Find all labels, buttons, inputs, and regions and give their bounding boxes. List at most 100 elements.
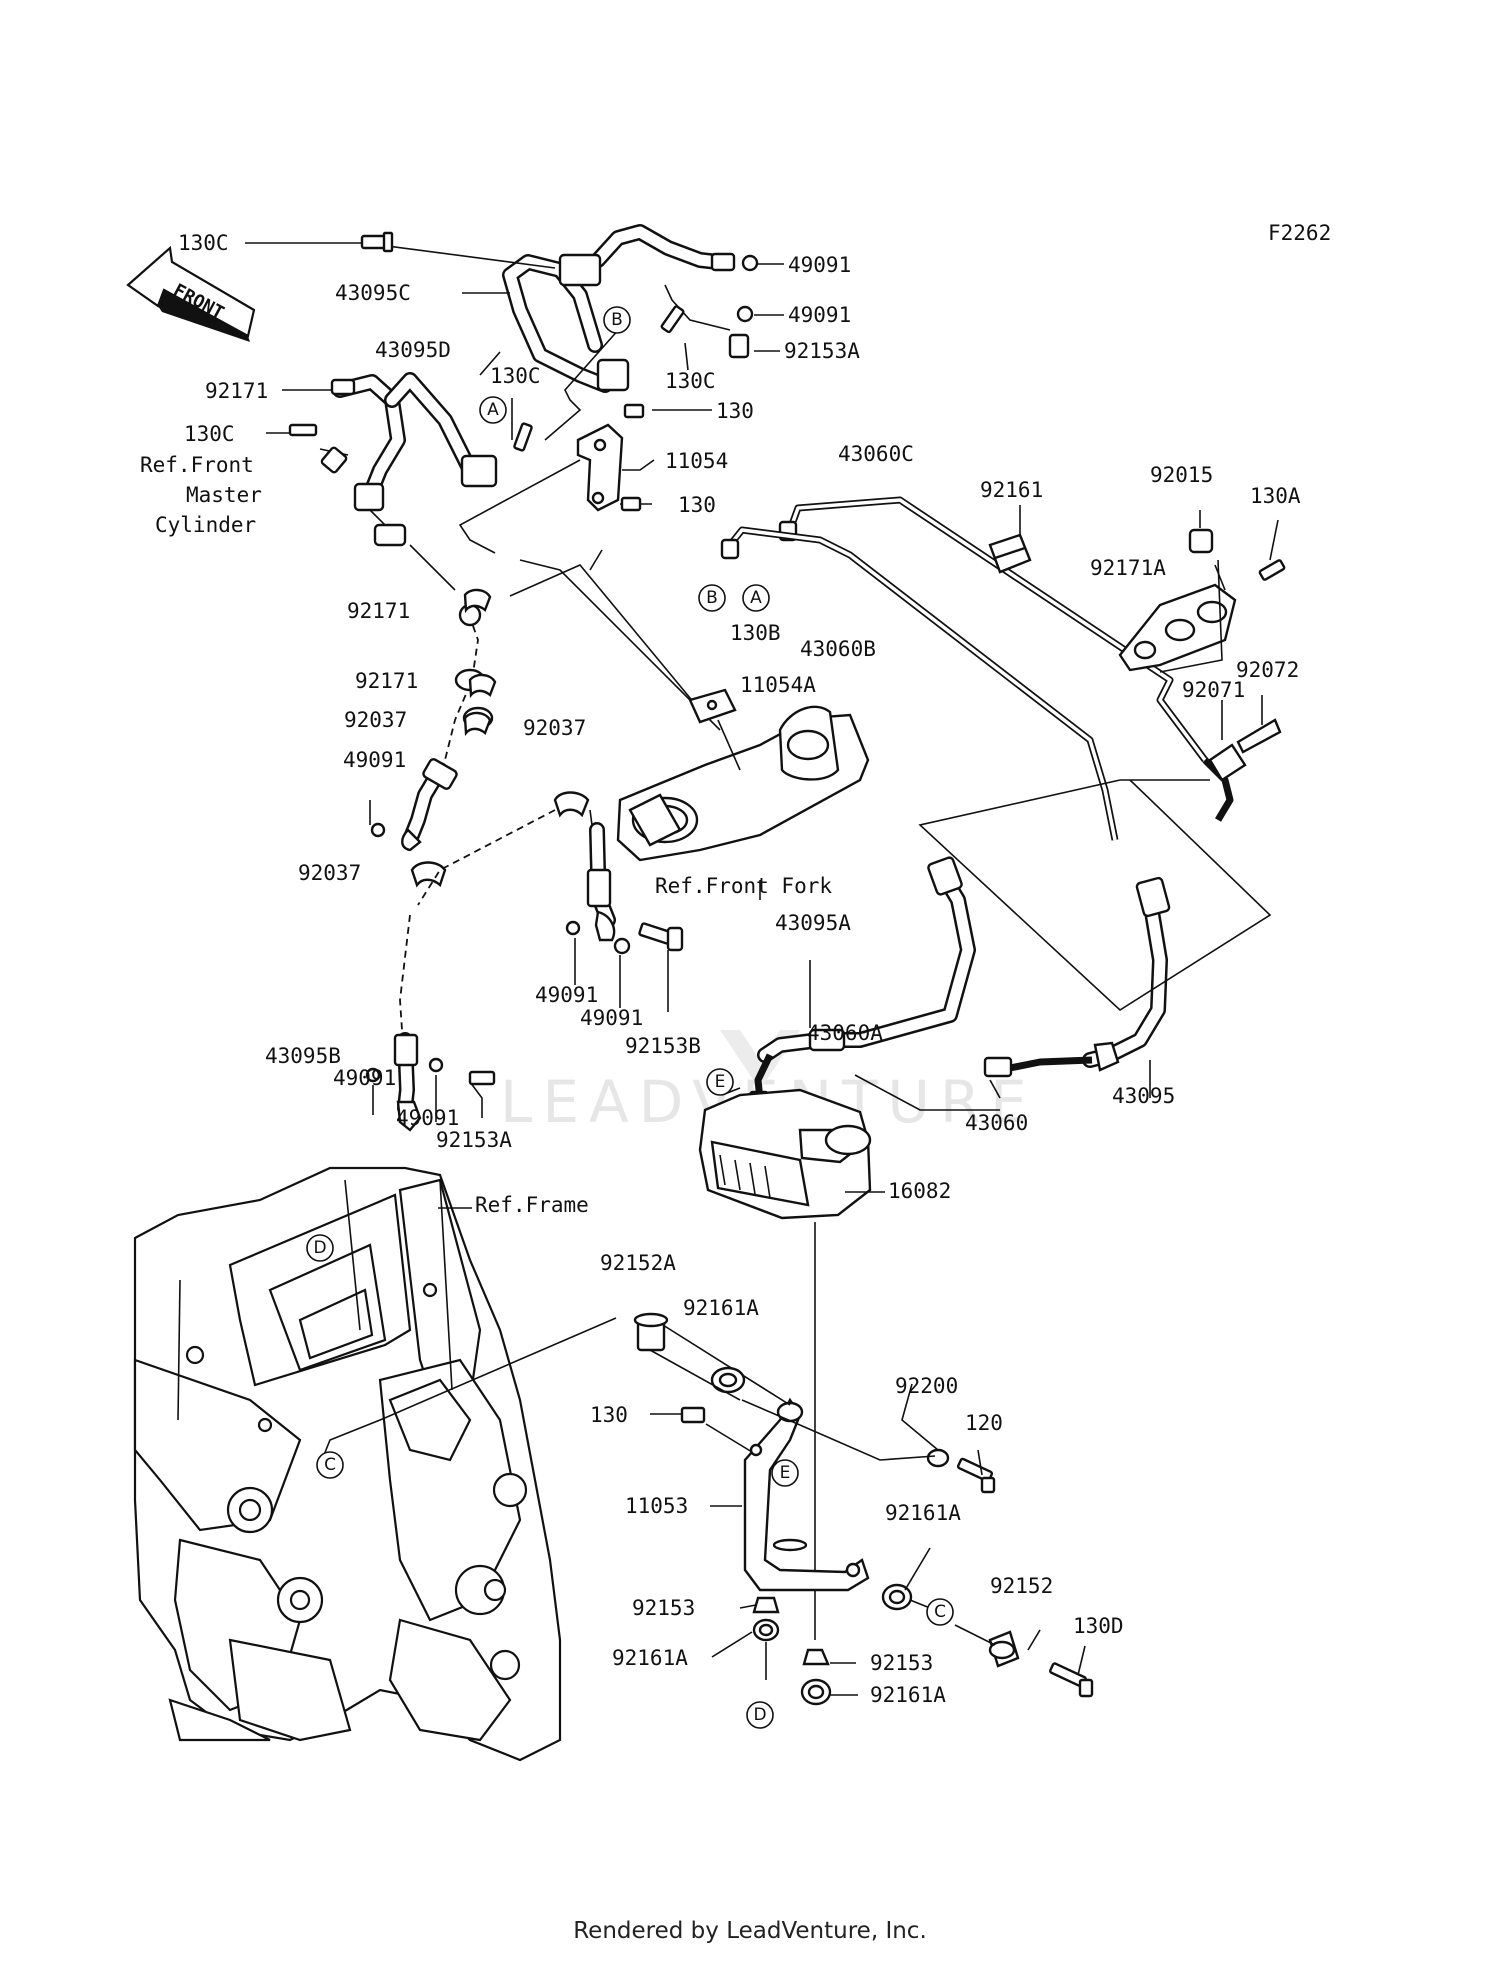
part-label: 92153	[870, 1651, 933, 1675]
part-label: 130B	[730, 621, 781, 645]
part-label: 92152A	[600, 1251, 676, 1275]
ref-front-fork: Ref.Front Fork	[655, 874, 832, 898]
part-label: 130A	[1250, 484, 1301, 508]
part-label: 43095B	[265, 1044, 341, 1068]
part-label: 130	[678, 493, 716, 517]
part-label: 130C	[178, 231, 229, 255]
part-label: 43060A	[807, 1021, 883, 1045]
part-label: 43095D	[375, 338, 451, 362]
front-direction-arrow: FRONT	[126, 245, 256, 342]
part-label: 11054A	[740, 673, 816, 697]
figure-code: F2262	[1268, 221, 1331, 245]
svg-text:D: D	[313, 1238, 326, 1258]
part-label: 92037	[344, 708, 407, 732]
svg-text:B: B	[706, 588, 718, 608]
bracket-11053	[650, 1319, 870, 1592]
part-label: 92015	[1150, 463, 1213, 487]
ref-master-cylinder-line2: Master	[186, 483, 262, 507]
part-label: 130C	[184, 422, 235, 446]
svg-text:A: A	[487, 400, 499, 420]
part-label: 92161A	[612, 1646, 688, 1670]
svg-text:B: B	[611, 310, 623, 330]
part-label: 43060C	[838, 442, 914, 466]
part-label: 92071	[1182, 678, 1245, 702]
part-label: 49091	[333, 1066, 396, 1090]
callout-B-1: B	[603, 306, 631, 334]
part-label: 92161A	[870, 1683, 946, 1707]
pipe-43060c	[778, 496, 1208, 763]
callout-markers: A B B A E D C E C D	[306, 306, 954, 1729]
part-label: 130C	[490, 364, 541, 388]
part-label: 43095	[1112, 1084, 1175, 1108]
part-label: 92161	[980, 478, 1043, 502]
part-label: 92161A	[885, 1501, 961, 1525]
hose-92171-sleeves	[463, 588, 497, 737]
part-label: 11053	[625, 1494, 688, 1518]
ref-frame: Ref.Frame	[475, 1193, 589, 1217]
part-label: 92153A	[784, 339, 860, 363]
ref-master-cylinder-line1: Ref.Front	[140, 453, 254, 477]
part-label: 49091	[343, 748, 406, 772]
ref-master-cylinder-line3: Cylinder	[155, 513, 256, 537]
svg-text:A: A	[750, 588, 762, 608]
clamp-92161	[988, 505, 1032, 574]
footer-credit: Rendered by LeadVenture, Inc.	[573, 1918, 927, 1944]
lower-fasteners	[317, 1312, 1094, 1706]
bracket-11054	[576, 423, 624, 512]
callout-C-1: C	[316, 1451, 344, 1479]
part-label: 92161A	[683, 1296, 759, 1320]
reference-labels: Ref.Front Master Cylinder Ref.Front Fork…	[140, 453, 832, 1217]
part-label: 92037	[298, 861, 361, 885]
callout-C-2: C	[926, 1598, 954, 1626]
part-label: 43060B	[800, 637, 876, 661]
part-label: 130	[716, 399, 754, 423]
part-label: 92152	[990, 1574, 1053, 1598]
part-label: 130	[590, 1403, 628, 1427]
hose-43095b	[365, 1032, 444, 1132]
part-label: 43095A	[775, 911, 851, 935]
hose-43095	[983, 876, 1171, 1078]
part-label: 43060	[965, 1111, 1028, 1135]
part-label: 92153B	[625, 1034, 701, 1058]
part-labels: 130C 43095C 49091 49091 92153A 130C 4309…	[178, 231, 1301, 1707]
part-label: 130C	[665, 369, 716, 393]
upper-hose-43095c	[502, 224, 736, 393]
part-label: 11054	[665, 449, 728, 473]
callout-B-2: B	[698, 584, 726, 612]
part-label: 92171	[205, 379, 268, 403]
joint-92071	[1208, 695, 1282, 782]
part-label: 49091	[396, 1106, 459, 1130]
part-label: 92171	[355, 669, 418, 693]
part-label: 49091	[788, 303, 851, 327]
part-label: 130D	[1073, 1614, 1124, 1638]
hose-43095a-left	[369, 800, 684, 1122]
callout-D-2: D	[746, 1701, 774, 1729]
fasteners-upper	[288, 231, 759, 512]
part-label: 16082	[888, 1179, 951, 1203]
hose-43095a	[748, 856, 976, 1112]
frame-illustration	[133, 1166, 562, 1762]
part-label: 92072	[1236, 658, 1299, 682]
callout-A-1: A	[479, 396, 507, 424]
part-label: 92200	[895, 1374, 958, 1398]
abs-unit-16082	[698, 1088, 885, 1640]
callout-E-1: E	[706, 1068, 734, 1096]
part-label: 92037	[523, 716, 586, 740]
part-label: 92153	[632, 1596, 695, 1620]
part-label: 120	[965, 1411, 1003, 1435]
part-label: 92171A	[1090, 556, 1166, 580]
svg-text:E: E	[715, 1072, 726, 1092]
callout-D-1: D	[306, 1234, 334, 1262]
part-label: 92171	[347, 599, 410, 623]
part-label: 43095C	[335, 281, 411, 305]
svg-text:D: D	[753, 1705, 766, 1725]
part-label: 92153A	[436, 1128, 512, 1152]
part-label: 49091	[580, 1006, 643, 1030]
svg-text:C: C	[934, 1602, 946, 1622]
part-label: 49091	[788, 253, 851, 277]
part-label: 49091	[535, 983, 598, 1007]
front-fork-bracket	[616, 688, 870, 900]
svg-text:E: E	[780, 1463, 791, 1483]
upper-hose-43095d	[319, 372, 498, 547]
